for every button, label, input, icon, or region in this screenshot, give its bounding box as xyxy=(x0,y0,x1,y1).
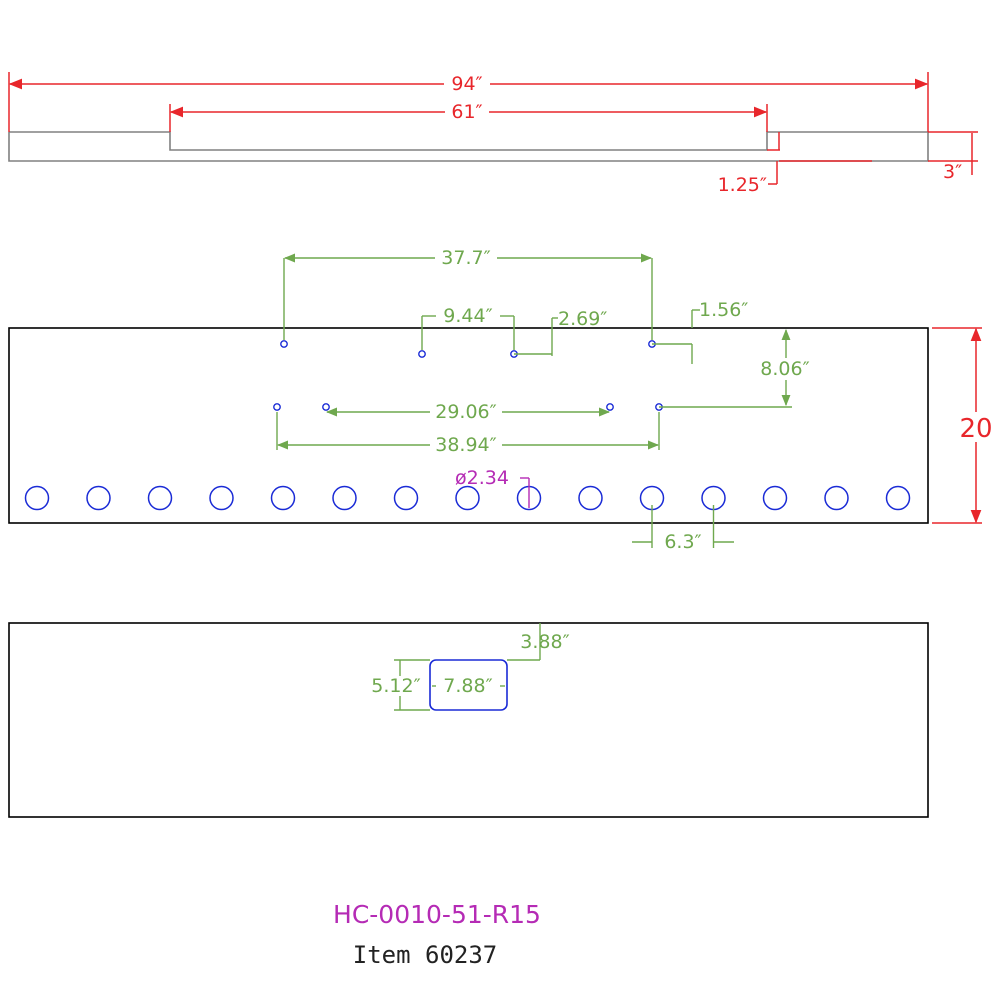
height-label: 3″ xyxy=(943,161,962,183)
mounting-hole xyxy=(606,403,614,411)
center-length-label: 61″ xyxy=(451,101,482,123)
cutout-offset-label: 3.88″ xyxy=(520,631,569,653)
hole-spacing-b-label: 2.69″ xyxy=(558,308,607,330)
inner-hole-span-label: 29.06″ xyxy=(435,401,497,423)
large-hole xyxy=(24,485,50,511)
large-hole-diameter-label: ø2.34 xyxy=(455,467,509,489)
front-view: 37.7″ 9.44″ 2.69″ 1.56″ 8.06″ 29.06″ 38. xyxy=(8,247,996,553)
large-hole xyxy=(209,485,234,511)
large-hole xyxy=(762,485,788,511)
mounting-hole xyxy=(280,340,288,348)
bottom-view: 3.88″ 5.12″ 7.88″ xyxy=(8,622,929,818)
large-hole-pitch-label: 6.3″ xyxy=(664,531,701,553)
large-hole xyxy=(393,485,419,511)
side-profile xyxy=(8,131,929,162)
title-block: HC-0010-51-R15 Item 60237 xyxy=(333,900,541,969)
mounting-hole xyxy=(322,403,330,411)
step-depth-label: 1.25″ xyxy=(718,174,767,196)
panel-height-label: 20 xyxy=(959,414,992,444)
mounting-hole xyxy=(273,403,281,411)
bottom-panel-outline xyxy=(8,622,929,818)
large-hole xyxy=(885,485,911,511)
overall-length-label: 94″ xyxy=(451,73,482,95)
part-number: HC-0010-51-R15 xyxy=(333,900,541,929)
vertical-offset-label: 8.06″ xyxy=(760,358,809,380)
large-hole xyxy=(332,485,357,511)
large-hole-row xyxy=(24,485,911,511)
mounting-hole xyxy=(418,350,426,358)
large-hole xyxy=(147,485,173,511)
cutout-width-label: 7.88″ xyxy=(443,675,492,697)
front-panel-outline xyxy=(8,327,929,524)
cutout xyxy=(429,659,508,711)
outer-hole-span-label: 38.94″ xyxy=(435,434,497,456)
edge-offset-label: 1.56″ xyxy=(699,299,748,321)
hole-spacing-a-label: 9.44″ xyxy=(443,305,492,327)
large-hole xyxy=(578,485,603,511)
large-hole xyxy=(86,485,111,511)
large-hole xyxy=(270,485,296,511)
item-number: Item 60237 xyxy=(353,941,498,969)
side-view: 94″ 61″ 1.25″ 3″ xyxy=(8,72,978,196)
large-hole xyxy=(824,485,849,511)
cutout-height-label: 5.12″ xyxy=(371,675,420,697)
large-hole xyxy=(455,485,480,511)
upper-hole-span-label: 37.7″ xyxy=(441,247,490,269)
